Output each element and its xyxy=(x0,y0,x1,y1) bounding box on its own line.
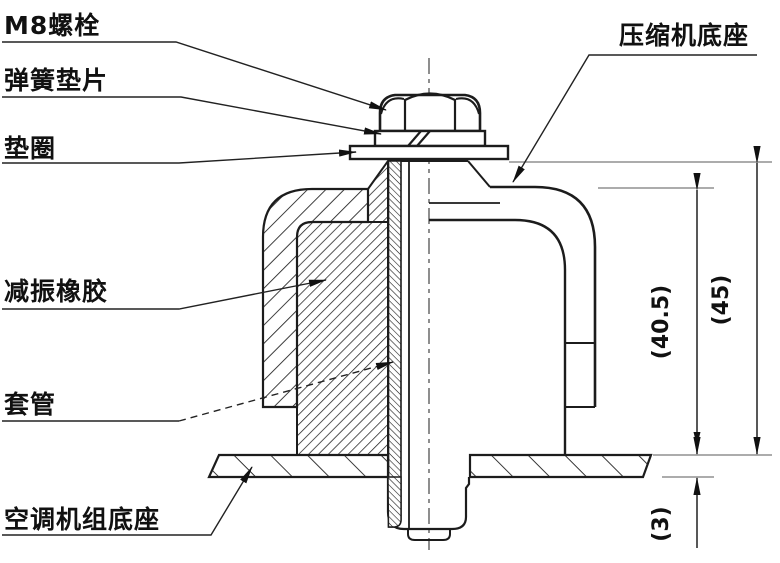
label-washer: 垫圈 xyxy=(4,134,56,163)
leader-compressor-base xyxy=(512,54,757,183)
leader-lines xyxy=(2,41,757,536)
label-compressor-base: 压缩机底座 xyxy=(619,21,749,50)
label-sleeve: 套管 xyxy=(3,390,56,419)
leader-ac-base xyxy=(2,466,253,536)
leader-sleeve xyxy=(178,361,394,422)
part-ac-base-plate xyxy=(207,453,653,479)
leader-spring-washer xyxy=(2,96,382,135)
dimension-overall-height: (45) xyxy=(709,275,734,326)
part-compressor-base-bracket xyxy=(429,185,597,455)
spring-washer-split xyxy=(416,130,431,147)
label-m8-bolt: M8螺栓 xyxy=(4,11,100,40)
label-damping-rubber: 减振橡胶 xyxy=(4,277,108,306)
part-sleeve xyxy=(387,160,402,528)
dimension-plate-thickness: (3) xyxy=(649,506,674,541)
leader-damping-rubber xyxy=(2,279,327,310)
dim-3-upper-arrow xyxy=(693,432,701,446)
dimension-cup-height: (40.5) xyxy=(649,285,674,359)
part-spring-washer xyxy=(373,129,487,148)
part-bolt-head xyxy=(378,92,482,133)
part-under-plate-retainer xyxy=(386,476,471,541)
leader-washer xyxy=(2,149,357,164)
leader-m8-bolt xyxy=(2,41,387,111)
part-flat-washer xyxy=(348,144,510,161)
bolt-end-tip xyxy=(407,529,451,541)
spring-washer-split xyxy=(407,130,422,147)
label-ac-unit-base: 空调机组底座 xyxy=(4,505,160,534)
label-spring-washer: 弹簧垫片 xyxy=(4,66,108,95)
part-compressor-base-section xyxy=(261,187,370,409)
part-rubber-cone xyxy=(388,160,491,188)
dimension-lines xyxy=(693,146,761,548)
